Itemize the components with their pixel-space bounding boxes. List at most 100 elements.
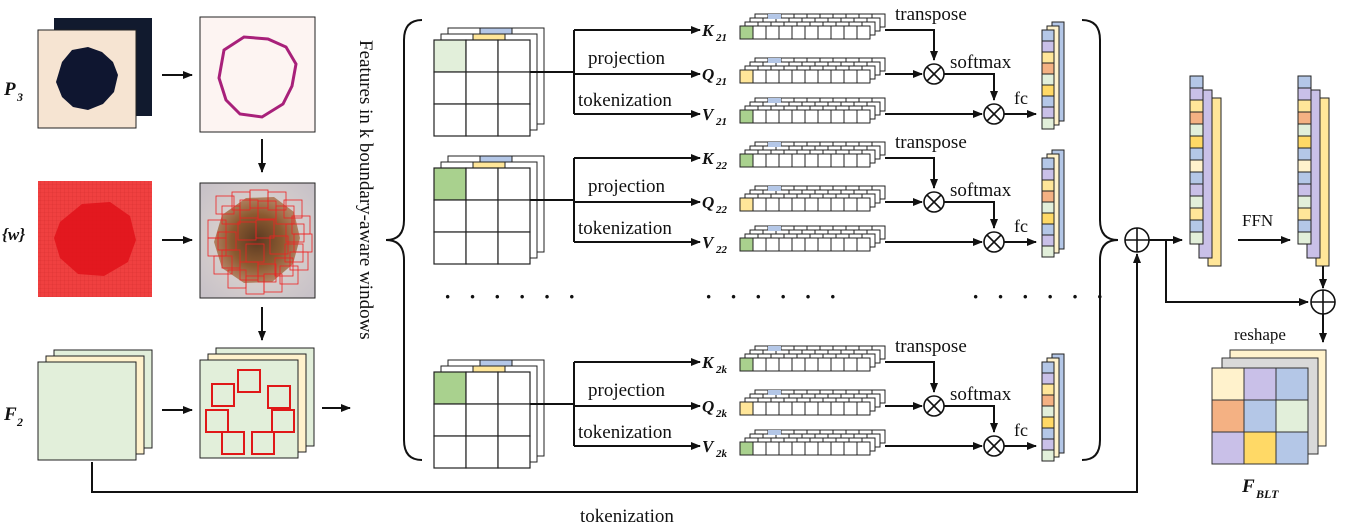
boundary-image <box>199 16 316 133</box>
right-brace <box>1081 19 1119 461</box>
fblt-label: F BLT <box>1241 476 1279 501</box>
token-column-ffn <box>1297 75 1330 267</box>
branch-output-tokens <box>1041 21 1065 130</box>
svg-text:F: F <box>3 404 17 425</box>
dots-right: · · · · · · <box>972 284 1110 309</box>
attn-v-multiply-icon <box>983 435 1005 457</box>
qk-multiply-icon <box>923 191 945 213</box>
token-column-input <box>1189 75 1222 267</box>
svg-text:{w}: {w} <box>2 225 25 244</box>
mask-image <box>37 18 152 129</box>
svg-text:21: 21 <box>715 32 727 44</box>
reshape-label: reshape <box>1234 325 1286 344</box>
softmax-label: softmax <box>950 180 1012 201</box>
features-vertical-text: Features in k boundary-aware windows <box>355 40 376 340</box>
svg-text:K: K <box>701 353 715 372</box>
q-token-row <box>739 389 886 416</box>
left-brace <box>385 19 423 461</box>
bottom-tokenization-label: tokenization <box>580 506 674 527</box>
tokenization-label: tokenization <box>578 90 672 111</box>
svg-text:K: K <box>701 21 715 40</box>
svg-text:P: P <box>3 79 16 100</box>
fc-label: fc <box>1014 88 1028 108</box>
qk-multiply-icon <box>923 395 945 417</box>
svg-text:21: 21 <box>715 76 727 88</box>
bottom-tokenization-path <box>91 253 1141 493</box>
attn-v-multiply-icon <box>983 103 1005 125</box>
residual-path <box>1165 240 1309 306</box>
svg-text:V: V <box>702 105 715 124</box>
softmax-label: softmax <box>950 384 1012 405</box>
svg-text:V: V <box>702 233 715 252</box>
projection-label: projection <box>588 48 666 69</box>
v-token-row <box>739 225 886 252</box>
softmax-label: softmax <box>950 52 1012 73</box>
softmax-arrow <box>944 405 998 433</box>
concat-oplus-icon <box>1124 227 1150 253</box>
branch-output-tokens <box>1041 353 1065 462</box>
softmax-arrow <box>944 201 998 229</box>
svg-text:22: 22 <box>715 160 728 172</box>
svg-text:2k: 2k <box>715 448 728 460</box>
k-token-row <box>739 13 886 40</box>
svg-text:K: K <box>701 149 715 168</box>
ffn-label: FFN <box>1242 211 1273 230</box>
lesion-window-image <box>199 182 316 299</box>
window-feature-grid <box>433 27 545 137</box>
transpose-arrow <box>885 157 938 189</box>
svg-text:22: 22 <box>715 244 728 256</box>
window-feature-grid <box>433 155 545 265</box>
svg-text:22: 22 <box>715 204 728 216</box>
dots-middle: · · · · · · <box>705 284 843 309</box>
transpose-label: transpose <box>895 4 967 25</box>
windowed-feature-stack <box>199 347 315 459</box>
add-oplus-icon <box>1310 289 1336 315</box>
q-token-row <box>739 185 886 212</box>
svg-text:2k: 2k <box>715 364 728 376</box>
transpose-label: transpose <box>895 336 967 357</box>
v-token-row <box>739 429 886 456</box>
svg-text:2: 2 <box>16 415 23 429</box>
qk-multiply-icon <box>923 63 945 85</box>
svg-text:F: F <box>1241 476 1255 497</box>
w-label: {w} <box>2 225 25 244</box>
transpose-arrow <box>885 29 938 61</box>
k-token-row <box>739 345 886 372</box>
attn-v-multiply-icon <box>983 231 1005 253</box>
tokenization-label: tokenization <box>578 218 672 239</box>
fc-label: fc <box>1014 420 1028 440</box>
f2-label: F 2 <box>3 404 23 429</box>
dots-left: · · · · · · <box>444 284 582 309</box>
f2-feature-stack <box>37 349 153 461</box>
transpose-arrow <box>885 361 938 393</box>
v-token-row <box>739 97 886 124</box>
svg-text:Q: Q <box>702 65 714 84</box>
svg-text:2k: 2k <box>715 408 728 420</box>
svg-text:21: 21 <box>715 116 727 128</box>
k-token-row <box>739 141 886 168</box>
fblt-output-grid <box>1211 349 1327 465</box>
fc-label: fc <box>1014 216 1028 236</box>
projection-label: projection <box>588 176 666 197</box>
branch-output-tokens <box>1041 149 1065 258</box>
q-token-row <box>739 57 886 84</box>
svg-text:Q: Q <box>702 193 714 212</box>
softmax-arrow <box>944 73 998 101</box>
svg-text:3: 3 <box>16 90 23 104</box>
weight-map-image <box>38 181 152 297</box>
